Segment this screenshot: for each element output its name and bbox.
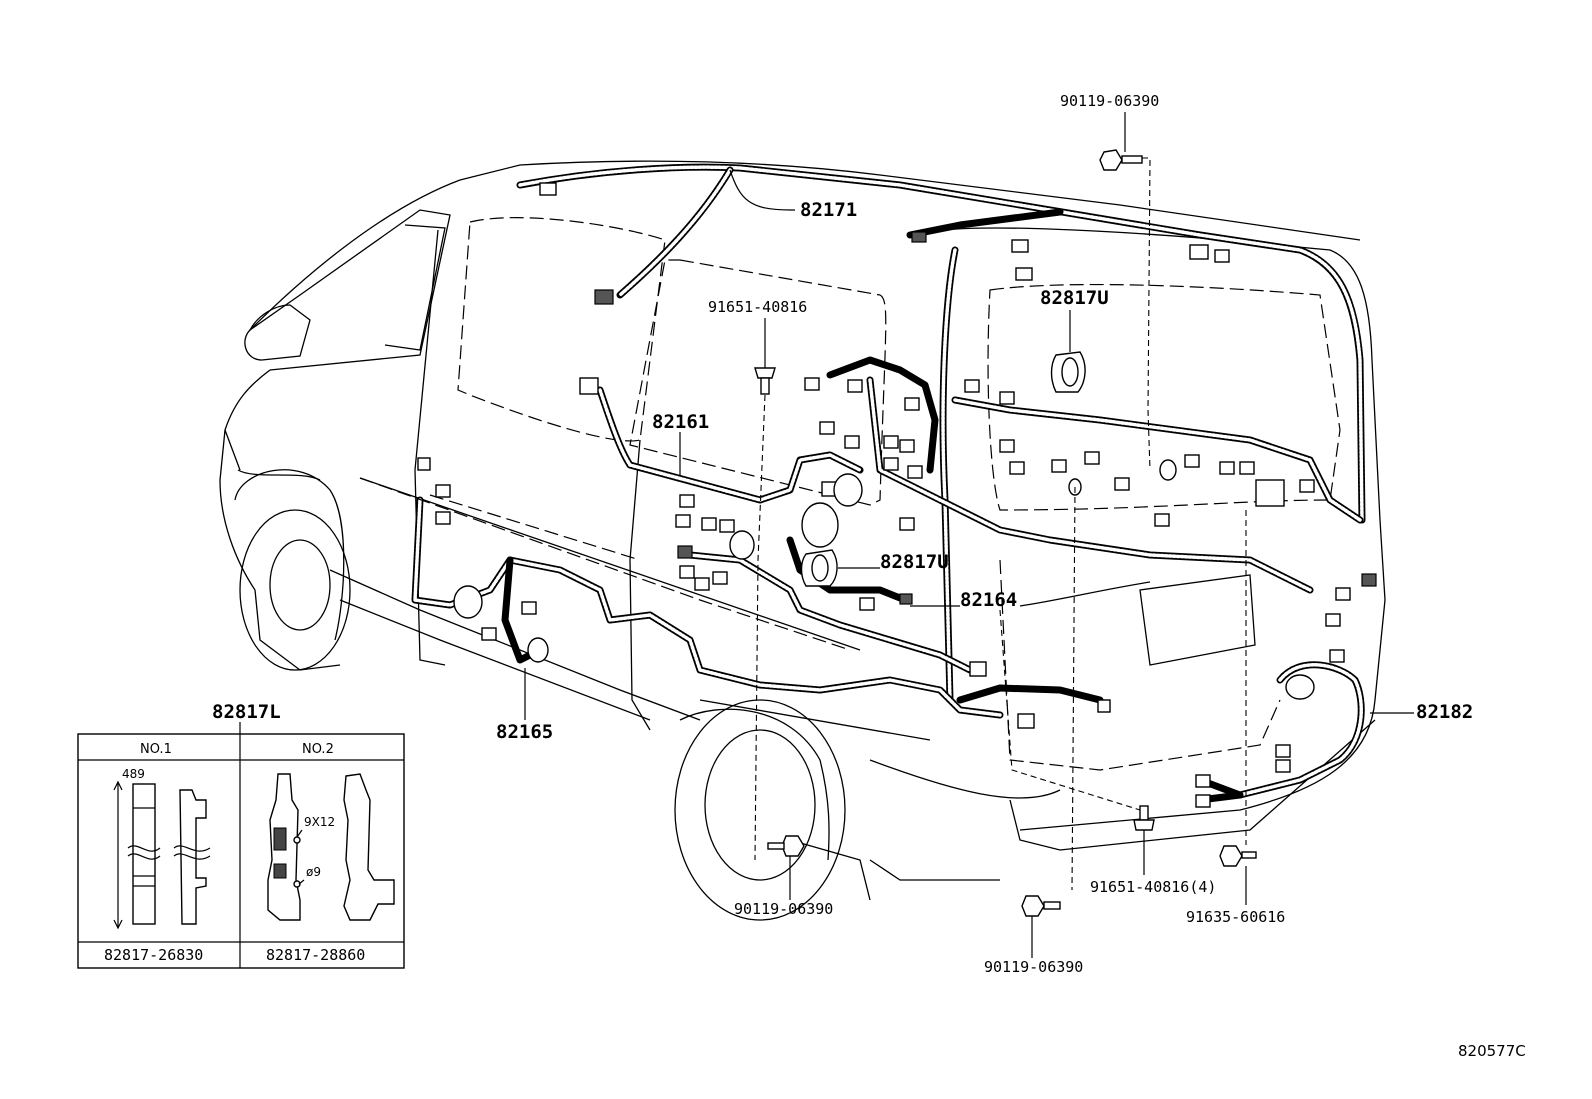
label-90119-06390-bottom: 90119-06390 — [984, 958, 1083, 976]
label-91651-40816-top: 91651-40816 — [708, 298, 807, 316]
clamp-82817u-mid — [800, 549, 838, 587]
clamp-no2-drawing: 9X12 ø9 — [267, 773, 395, 921]
inset-82817l: 82817L NO.1 NO.2 82817-26830 82817-28860… — [77, 701, 405, 969]
dim-dia-9: ø9 — [306, 865, 321, 879]
inset-part-no2: 82817-28860 — [266, 946, 365, 964]
rear-wheel — [674, 699, 846, 921]
dim-489: 489 — [122, 767, 145, 781]
bolt-91651-top — [754, 367, 776, 395]
inset-part-no1: 82817-26830 — [104, 946, 203, 964]
bolt-91651-rear — [1133, 805, 1155, 831]
label-82182: 82182 — [1416, 701, 1473, 723]
bolt-91635 — [1219, 845, 1257, 867]
license-plate-recess — [1139, 574, 1256, 666]
wire-harnesses — [411, 163, 1366, 804]
front-wheel — [239, 509, 351, 671]
bolt-90119-top — [1099, 149, 1143, 171]
label-91651-40816-rear: 91651-40816(4) — [1090, 878, 1216, 896]
label-90119-06390-front: 90119-06390 — [734, 900, 833, 918]
bolt-90119-bottom — [1021, 895, 1061, 917]
label-91635-60616: 91635-60616 — [1186, 908, 1285, 926]
diagram-code: 820577C — [1458, 1042, 1526, 1060]
bolt-90119-front — [767, 835, 805, 857]
inset-header-no1: NO.1 — [140, 742, 172, 757]
connectors — [417, 182, 1377, 808]
van-body — [219, 160, 1386, 921]
inset-header-no2: NO.2 — [302, 742, 334, 757]
inset-title: 82817L — [212, 701, 281, 723]
label-90119-06390-top: 90119-06390 — [1060, 92, 1159, 110]
label-82161: 82161 — [652, 411, 709, 433]
callout-labels: 90119-06390 82171 91651-40816 82817U 821… — [496, 92, 1473, 976]
dim-9x12: 9X12 — [304, 815, 335, 829]
label-82164: 82164 — [960, 589, 1017, 611]
clamp-82817u-top — [1050, 351, 1086, 393]
label-82171: 82171 — [800, 199, 857, 221]
label-82165: 82165 — [496, 721, 553, 743]
label-82817u-top: 82817U — [1040, 287, 1109, 309]
leader-lines — [359, 112, 1414, 958]
clamp-no1-drawing: 489 — [113, 767, 211, 930]
label-82817u-mid: 82817U — [880, 551, 949, 573]
